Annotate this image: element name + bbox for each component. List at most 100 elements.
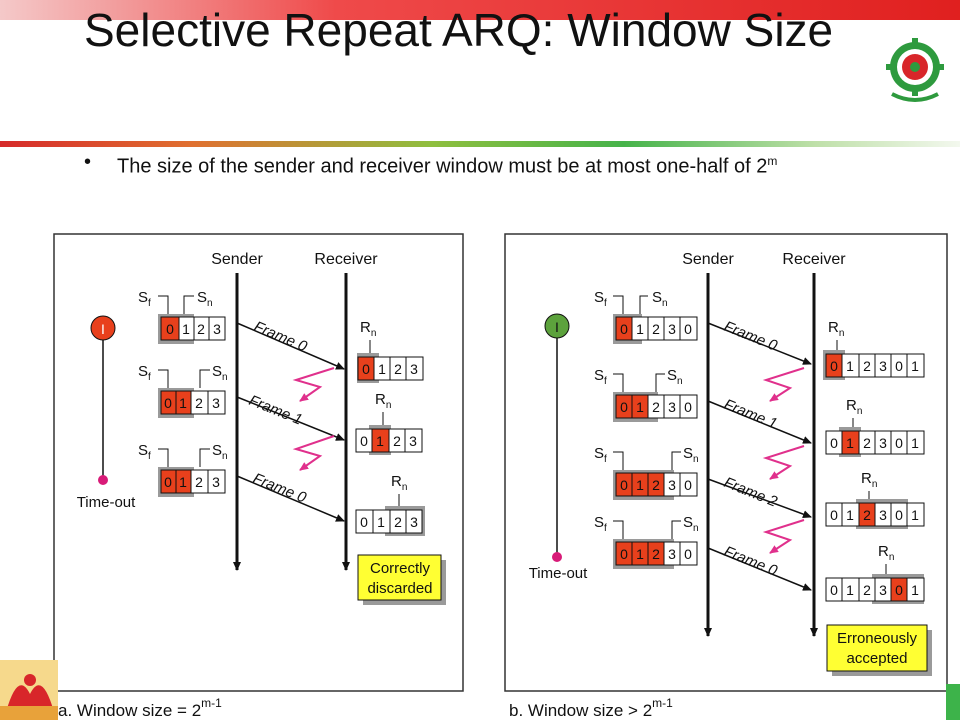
panel-a-frame-arrow-2 (236, 396, 345, 441)
svg-text:2: 2 (863, 582, 871, 598)
svg-text:0: 0 (830, 582, 838, 598)
svg-text:Rn: Rn (828, 319, 844, 339)
bullet-text: The size of the sender and receiver wind… (117, 153, 857, 178)
svg-text:2: 2 (863, 507, 871, 523)
svg-text:1: 1 (636, 321, 644, 337)
panel-b-note-box (826, 624, 928, 672)
panel-a-sender-window-3: 0 1 2 3 Sf Sn (138, 442, 228, 497)
panel-b-frame-arrow-2 (707, 400, 812, 444)
slide-title: Selective Repeat ARQ: Window Size (84, 4, 834, 56)
svg-text:1: 1 (846, 582, 854, 598)
panel-b-frame-arrow-4 (707, 547, 812, 591)
svg-text:Rn: Rn (360, 319, 376, 339)
svg-text:3: 3 (213, 321, 221, 337)
svg-text:0: 0 (830, 435, 838, 451)
panel-b-receiver-window-3: Rn 0 1 2 3 0 1 (825, 470, 925, 529)
svg-text:0: 0 (360, 514, 368, 530)
panel-a-timer-label: I (101, 321, 105, 337)
svg-text:Sf: Sf (594, 367, 607, 387)
svg-text:1: 1 (911, 507, 919, 523)
svg-text:2: 2 (393, 433, 401, 449)
svg-text:0: 0 (620, 399, 628, 415)
svg-text:3: 3 (879, 435, 887, 451)
svg-text:1: 1 (846, 435, 854, 451)
panel-b-receiver-window-2: Rn 0 1 2 3 0 1 (825, 397, 925, 457)
svg-text:2: 2 (394, 361, 402, 377)
svg-text:3: 3 (410, 361, 418, 377)
svg-text:2: 2 (394, 514, 402, 530)
panel-a-note-box (357, 554, 442, 601)
footer-green-strip (946, 684, 960, 720)
svg-text:2: 2 (863, 358, 871, 374)
panel-b-sender-label: Sender (682, 251, 734, 268)
svg-text:0: 0 (360, 433, 368, 449)
svg-text:Sn: Sn (197, 289, 213, 309)
panel-b-note-line1: Erroneously (837, 630, 918, 647)
svg-text:0: 0 (684, 399, 692, 415)
panel-a-frame-arrow-3 (236, 475, 345, 522)
svg-text:3: 3 (668, 477, 676, 493)
svg-text:1: 1 (636, 477, 644, 493)
svg-text:3: 3 (212, 474, 220, 490)
svg-text:1: 1 (846, 507, 854, 523)
panel-a-receiver-label: Receiver (314, 251, 378, 268)
svg-text:3: 3 (668, 546, 676, 562)
svg-text:1: 1 (636, 546, 644, 562)
svg-text:0: 0 (684, 546, 692, 562)
panel-b-receiver-window-1: Rn 0 1 2 3 0 1 (823, 319, 925, 380)
panel-b-caption: b. Window size > 2m-1 (509, 696, 673, 720)
panel-b-frame (504, 233, 948, 692)
svg-text:3: 3 (879, 582, 887, 598)
panel-a-note-line1: Correctly (370, 560, 431, 577)
svg-text:Sf: Sf (138, 289, 151, 309)
svg-text:3: 3 (668, 321, 676, 337)
panel-b-timer-circle (544, 313, 570, 339)
panel-a-receiver-window-1: Rn 0 1 2 3 (357, 319, 424, 383)
svg-text:2: 2 (195, 474, 203, 490)
top-gradient-bar (0, 0, 960, 20)
svg-text:2: 2 (195, 395, 203, 411)
bullet-text-sup: m (767, 154, 778, 168)
svg-text:0: 0 (830, 507, 838, 523)
bullet-marker: • (84, 151, 92, 173)
svg-text:Sf: Sf (138, 363, 151, 383)
title-separator (0, 141, 960, 147)
svg-text:0: 0 (684, 321, 692, 337)
svg-text:0: 0 (895, 507, 903, 523)
panel-a-receiver-window-3: Rn 0 1 2 3 (355, 473, 425, 536)
panel-a-timer-circle (90, 315, 116, 341)
svg-text:0: 0 (620, 477, 628, 493)
panel-a-sender-window-2: 0 1 2 3 Sf Sn (138, 363, 228, 418)
svg-text:0: 0 (164, 474, 172, 490)
svg-text:2: 2 (863, 435, 871, 451)
svg-text:3: 3 (409, 433, 417, 449)
panel-a-sender-label: Sender (211, 251, 263, 268)
svg-text:2: 2 (197, 321, 205, 337)
panel-b-ack-arrow-3 (762, 519, 805, 554)
svg-text:Sf: Sf (138, 442, 151, 462)
panel-a-caption: a. Window size = 2m-1 (58, 696, 222, 720)
panel-b-sender-window-4: Sf Sn 0 1 2 3 0 (594, 514, 699, 569)
panel-a-timeout-label: Time-out (77, 494, 136, 511)
svg-text:Rn: Rn (846, 397, 862, 417)
svg-text:1: 1 (182, 321, 190, 337)
panel-b-frame-arrow-1 (707, 322, 812, 365)
svg-text:0: 0 (895, 435, 903, 451)
bullet-text-main: The size of the sender and receiver wind… (117, 155, 768, 178)
footer-logo-icon (0, 660, 58, 720)
svg-text:1: 1 (378, 361, 386, 377)
svg-text:1: 1 (911, 358, 919, 374)
svg-text:3: 3 (879, 358, 887, 374)
svg-text:Sn: Sn (683, 514, 699, 534)
svg-text:0: 0 (895, 358, 903, 374)
svg-text:Rn: Rn (391, 473, 407, 493)
svg-text:0: 0 (166, 321, 174, 337)
svg-text:Sn: Sn (212, 442, 228, 462)
svg-text:3: 3 (410, 514, 418, 530)
panel-b-receiver-label: Receiver (782, 251, 846, 268)
panel-b-timeout-dot (552, 552, 562, 562)
panel-b-timer-label: I (555, 319, 559, 335)
panel-a-sender-window-1: 0 1 2 3 Sf Sn (138, 289, 226, 344)
svg-text:0: 0 (164, 395, 172, 411)
